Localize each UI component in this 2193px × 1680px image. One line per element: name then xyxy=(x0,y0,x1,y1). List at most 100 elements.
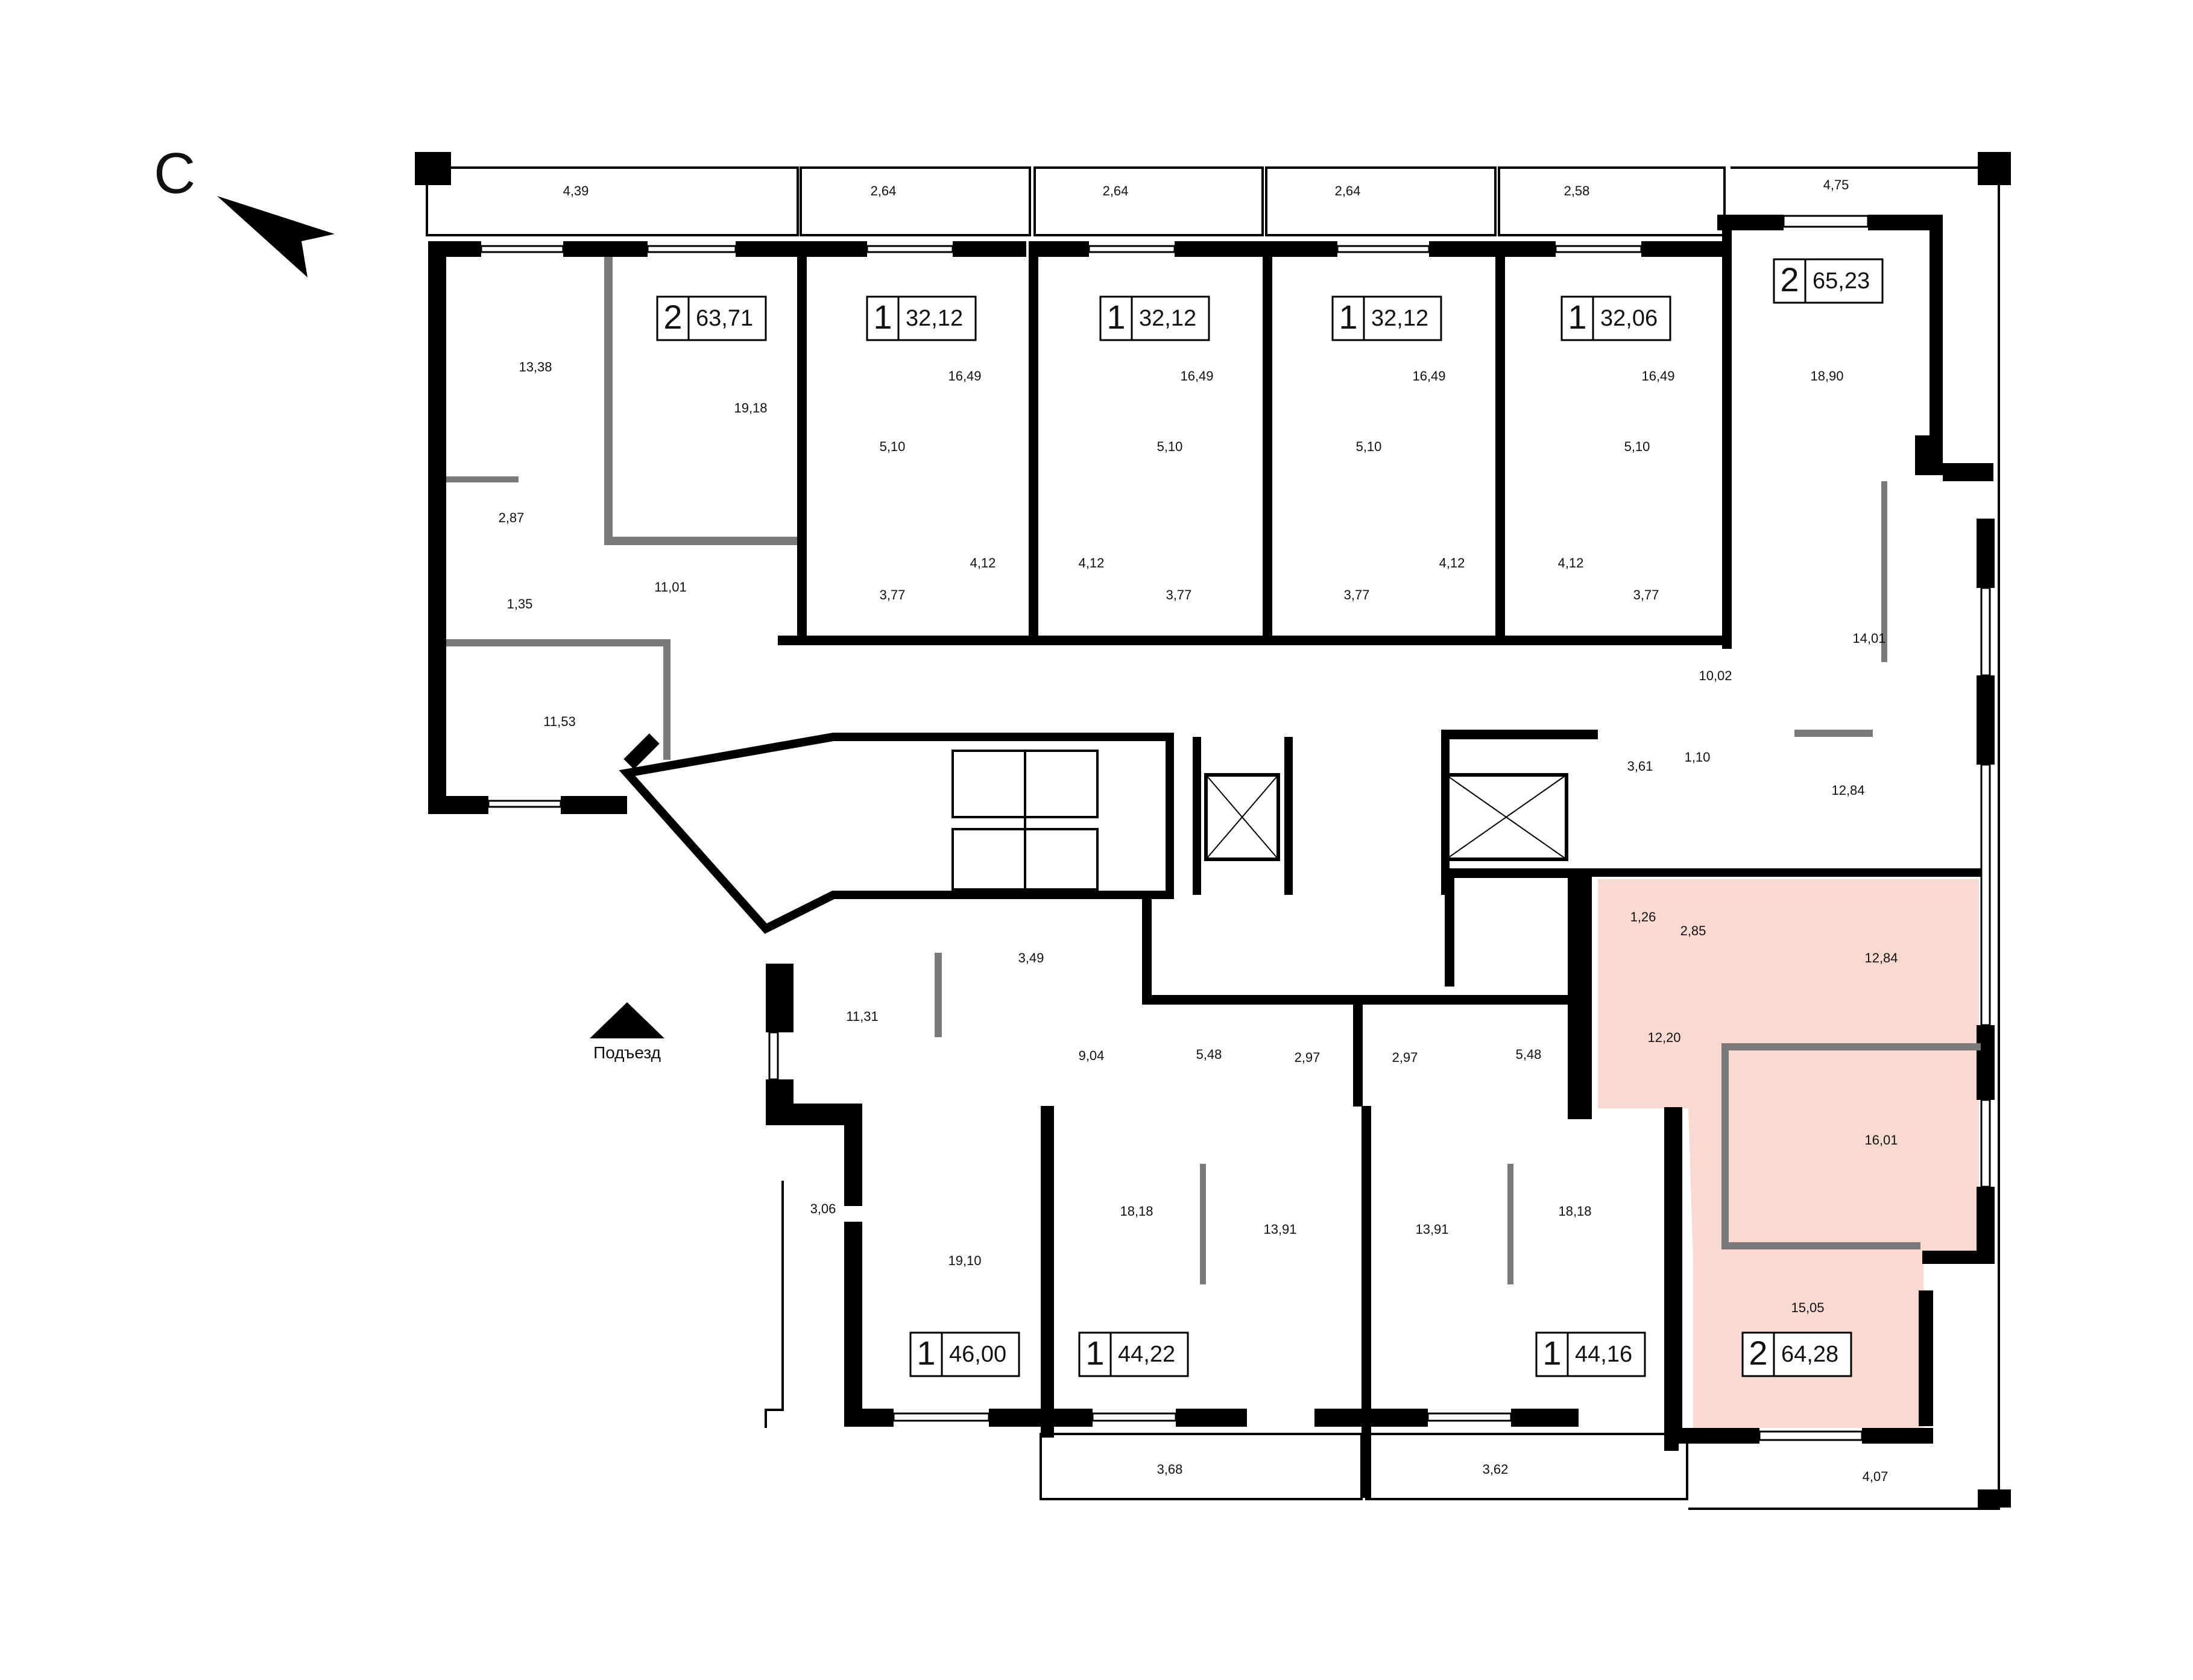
room-area-label: 9,04 xyxy=(1079,1048,1105,1063)
room-area-label: 18,90 xyxy=(1810,368,1843,384)
room-area-label: 5,10 xyxy=(1356,439,1382,454)
apartment-rooms-count: 1 xyxy=(1542,1334,1561,1372)
room-area-label: 2,58 xyxy=(1564,183,1590,198)
apartment-total-area: 32,12 xyxy=(906,306,963,331)
room-area-label: 14,01 xyxy=(1852,631,1885,646)
partitions xyxy=(446,257,1981,1284)
room-area-label: 3,06 xyxy=(810,1201,836,1216)
room-area-label: 4,07 xyxy=(1863,1469,1889,1484)
room-area-label: 16,49 xyxy=(1180,368,1213,384)
room-area-label: 5,10 xyxy=(1624,439,1650,454)
apartment-total-area: 44,22 xyxy=(1118,1342,1175,1367)
room-area-label: 1,35 xyxy=(507,596,533,611)
room-area-label: 3,77 xyxy=(1633,587,1659,602)
apartment-rooms-count: 2 xyxy=(663,298,682,336)
selected-apartment-highlight[interactable] xyxy=(1598,879,1979,1428)
room-area-label: 4,39 xyxy=(563,183,589,198)
room-area-label: 13,91 xyxy=(1415,1222,1448,1237)
compass: С xyxy=(154,141,335,277)
exterior-walls xyxy=(415,152,2011,1508)
room-area-label: 3,77 xyxy=(1166,587,1192,602)
room-area-label: 1,26 xyxy=(1630,909,1656,924)
room-area-label: 16,01 xyxy=(1864,1132,1898,1148)
room-area-label: 15,05 xyxy=(1791,1300,1824,1315)
room-area-label: 18,18 xyxy=(1558,1204,1591,1219)
room-area-label: 16,49 xyxy=(1641,368,1674,384)
compass-north-letter: С xyxy=(154,141,195,206)
room-area-label: 11,01 xyxy=(654,579,686,595)
room-area-label: 2,85 xyxy=(1680,923,1706,938)
room-area-label: 2,97 xyxy=(1392,1050,1418,1065)
windows xyxy=(480,215,1991,1441)
elevator-right xyxy=(1444,773,1568,861)
apartment-total-area: 32,12 xyxy=(1371,306,1428,331)
apartment-rooms-count: 1 xyxy=(1568,298,1586,336)
room-area-label: 3,77 xyxy=(880,587,906,602)
apartment-rooms-count: 1 xyxy=(1106,298,1125,336)
room-area-label: 3,62 xyxy=(1483,1462,1509,1477)
entrance-triangle-icon xyxy=(590,1002,664,1038)
apartment-badge-frame xyxy=(1741,1331,1852,1377)
room-area-label: 12,84 xyxy=(1831,783,1864,798)
room-area-label: 2,64 xyxy=(1335,183,1361,198)
apartment-total-area: 65,23 xyxy=(1813,268,1870,294)
room-area-label: 2,64 xyxy=(1103,183,1129,198)
room-area-label: 18,18 xyxy=(1120,1204,1153,1219)
apartment-rooms-count: 2 xyxy=(1749,1334,1767,1372)
elevator-left xyxy=(1204,773,1280,861)
apartment-total-area: 63,71 xyxy=(696,306,753,331)
balconies xyxy=(426,166,2000,1510)
room-area-label: 4,12 xyxy=(970,555,996,570)
apartment-badge-frame xyxy=(1331,295,1442,341)
apartment-total-area: 32,12 xyxy=(1139,306,1196,331)
room-area-label: 2,64 xyxy=(871,183,897,198)
apartment-badge-frame xyxy=(656,295,767,341)
room-area-label: 1,10 xyxy=(1685,750,1711,765)
apartment-badge-frame xyxy=(1078,1331,1189,1377)
apartment-rooms-count: 1 xyxy=(1339,298,1357,336)
room-area-label: 5,10 xyxy=(880,439,906,454)
apartment-rooms-count: 1 xyxy=(1085,1334,1104,1372)
apartment-total-area: 44,16 xyxy=(1575,1342,1632,1367)
apartment-rooms-count: 1 xyxy=(873,298,892,336)
stair-core xyxy=(619,733,1568,934)
apartment-rooms-count: 2 xyxy=(1780,261,1799,298)
apartment-badge-frame xyxy=(1560,295,1671,341)
room-area-label: 16,49 xyxy=(1412,368,1445,384)
room-area-label: 12,20 xyxy=(1647,1030,1680,1045)
room-area-label: 5,48 xyxy=(1516,1047,1542,1062)
room-area-label: 4,12 xyxy=(1079,555,1105,570)
apartment-rooms-count: 1 xyxy=(917,1334,935,1372)
room-area-label: 19,18 xyxy=(734,400,767,415)
room-area-label: 19,10 xyxy=(948,1253,981,1268)
entrance-marker: Подъезд xyxy=(590,1002,664,1062)
room-area-label: 11,31 xyxy=(846,1009,878,1024)
room-area-label: 2,97 xyxy=(1295,1050,1321,1065)
apartment-total-area: 64,28 xyxy=(1781,1342,1838,1367)
room-area-label: 5,48 xyxy=(1196,1047,1222,1062)
entrance-label: Подъезд xyxy=(593,1043,661,1062)
staircase xyxy=(951,750,1099,891)
room-area-label: 4,12 xyxy=(1439,555,1465,570)
room-area-label: 5,10 xyxy=(1157,439,1183,454)
room-area-label: 12,84 xyxy=(1864,950,1898,965)
room-area-label: 3,49 xyxy=(1018,950,1044,965)
apartment-badge-frame xyxy=(866,295,977,341)
room-area-label: 16,49 xyxy=(948,368,981,384)
room-area-label: 11,53 xyxy=(543,714,575,729)
room-area-label: 4,75 xyxy=(1823,177,1849,192)
room-area-label: 3,61 xyxy=(1627,759,1653,774)
room-area-label: 13,91 xyxy=(1263,1222,1296,1237)
room-area-label: 3,77 xyxy=(1344,587,1370,602)
